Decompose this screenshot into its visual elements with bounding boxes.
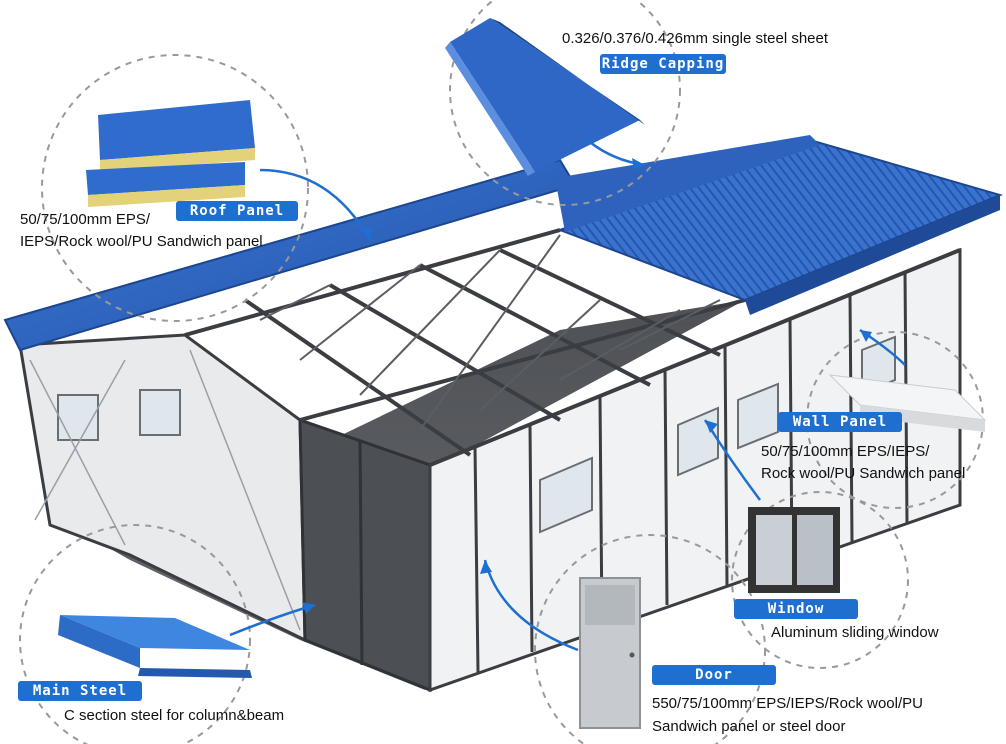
main-steel-desc: C section steel for column&beam	[64, 707, 285, 724]
ridge-capping-piece	[445, 18, 645, 176]
roof-panel-desc-line1: 50/75/100mm EPS/	[20, 211, 151, 228]
ridge-capping-label: Ridge Capping	[600, 54, 726, 74]
wall-panel-desc-line1: 50/75/100mm EPS/IEPS/	[761, 443, 930, 460]
ridge-capping-desc: 0.326/0.376/0.426mm single steel sheet	[562, 30, 829, 47]
window-label: Window	[734, 599, 858, 619]
roof-panel-callout-circle	[41, 54, 309, 322]
door-label: Door	[652, 665, 776, 685]
gable-window-right	[139, 389, 181, 436]
door-desc-line2: Sandwich panel or steel door	[652, 718, 846, 735]
window-callout-circle	[731, 491, 909, 669]
roof-panel-label: Roof Panel	[176, 201, 298, 221]
left-gable-wall	[18, 333, 307, 643]
wall-panel-desc-line2: Rock wool/PU Sandwich panel	[761, 465, 966, 482]
main-steel-callout-circle	[19, 524, 251, 744]
door-piece	[579, 577, 641, 729]
ridge-callout-circle	[449, 0, 681, 206]
roof-panel-desc-line2: IEPS/Rock wool/PU Sandwich panel	[20, 233, 263, 250]
roof-front-fascia	[745, 195, 1000, 315]
window-desc: Aluminum sliding window	[771, 624, 939, 641]
roof-panel-piece	[86, 100, 255, 207]
gable-window-left	[57, 394, 99, 441]
wall-panel-piece	[828, 374, 987, 432]
roof-ridge	[555, 135, 820, 232]
front-wall-dark	[298, 417, 432, 693]
main-steel-piece	[58, 615, 252, 678]
window-piece	[748, 507, 840, 593]
door-callout-circle	[534, 534, 766, 744]
door-desc-line1: 550/75/100mm EPS/IEPS/Rock wool/PU	[652, 695, 923, 712]
main-steel-label: Main Steel	[18, 681, 142, 701]
wall-panel-label: Wall Panel	[778, 412, 902, 432]
